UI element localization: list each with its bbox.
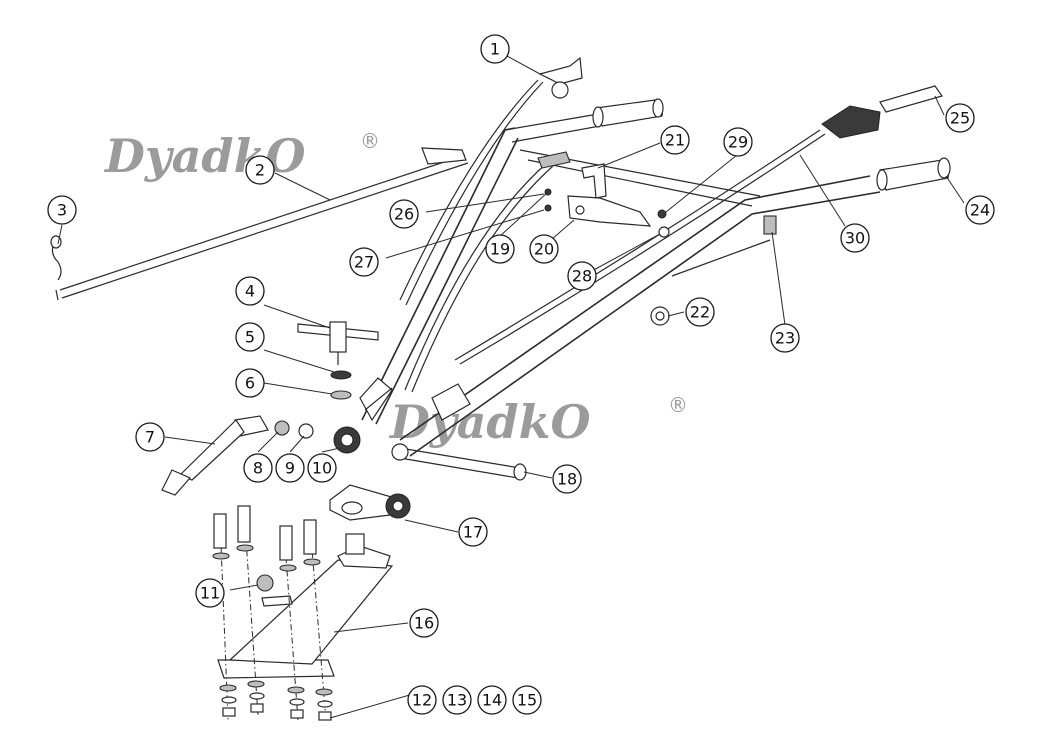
svg-text:6: 6 bbox=[245, 374, 255, 393]
svg-text:®: ® bbox=[668, 393, 688, 417]
washer-part-9 bbox=[298, 423, 314, 439]
callout-27: 27 bbox=[349, 247, 379, 277]
callout-17: 17 bbox=[458, 517, 488, 547]
washer-part-6 bbox=[330, 390, 352, 400]
callout-19: 19 bbox=[485, 234, 515, 264]
svg-text:27: 27 bbox=[354, 253, 374, 272]
bolt-set-parts-12-15 bbox=[212, 505, 333, 721]
svg-text:19: 19 bbox=[490, 240, 510, 259]
svg-text:10: 10 bbox=[312, 459, 332, 478]
svg-text:23: 23 bbox=[775, 329, 795, 348]
callout-30: 30 bbox=[840, 223, 870, 253]
svg-text:29: 29 bbox=[728, 133, 748, 152]
callout-22: 22 bbox=[685, 297, 715, 327]
callout-15: 15 bbox=[512, 685, 542, 715]
crank-handle-part-7 bbox=[161, 415, 269, 496]
callout-28: 28 bbox=[567, 261, 597, 291]
callout-23: 23 bbox=[770, 323, 800, 353]
svg-text:2: 2 bbox=[255, 161, 265, 180]
svg-text:3: 3 bbox=[57, 201, 67, 220]
svg-text:11: 11 bbox=[200, 584, 220, 603]
base-bracket-part-16 bbox=[217, 533, 394, 679]
callout-16: 16 bbox=[409, 608, 439, 638]
svg-text:20: 20 bbox=[534, 240, 554, 259]
bolt-part-18 bbox=[391, 443, 527, 481]
tbolt-part-4 bbox=[297, 321, 379, 365]
svg-text:7: 7 bbox=[145, 428, 155, 447]
cable-clip-part-23 bbox=[763, 215, 777, 235]
lever-bracket-parts-19-29 bbox=[537, 151, 670, 238]
handlebar-frame bbox=[359, 98, 951, 457]
svg-text:®: ® bbox=[360, 129, 380, 153]
svg-text:21: 21 bbox=[665, 131, 685, 150]
svg-text:24: 24 bbox=[970, 201, 990, 220]
callout-6: 6 bbox=[235, 368, 265, 398]
svg-text:13: 13 bbox=[447, 691, 467, 710]
callout-29: 29 bbox=[723, 127, 753, 157]
callout-11: 11 bbox=[195, 578, 225, 608]
washer-part-5 bbox=[330, 370, 352, 380]
svg-text:12: 12 bbox=[412, 691, 432, 710]
svg-text:16: 16 bbox=[414, 614, 434, 633]
callout-8: 8 bbox=[243, 453, 273, 483]
callout-18: 18 bbox=[552, 464, 582, 494]
callout-10: 10 bbox=[307, 453, 337, 483]
watermark-center: DyadkO ® bbox=[388, 393, 688, 449]
pivot-bracket-part-17 bbox=[329, 484, 411, 521]
callout-7: 7 bbox=[135, 422, 165, 452]
callout-1: 1 bbox=[480, 34, 510, 64]
callout-21: 21 bbox=[660, 125, 690, 155]
svg-text:4: 4 bbox=[245, 282, 255, 301]
svg-text:26: 26 bbox=[394, 205, 414, 224]
svg-text:14: 14 bbox=[482, 691, 502, 710]
svg-text:9: 9 bbox=[285, 459, 295, 478]
callout-25: 25 bbox=[945, 103, 975, 133]
callout-4: 4 bbox=[235, 276, 265, 306]
svg-text:17: 17 bbox=[463, 523, 483, 542]
gear-rod-part-2 bbox=[55, 147, 469, 301]
callout-12: 12 bbox=[407, 685, 437, 715]
svg-text:1: 1 bbox=[490, 40, 500, 59]
callout-3: 3 bbox=[47, 195, 77, 225]
svg-text:25: 25 bbox=[950, 109, 970, 128]
svg-text:15: 15 bbox=[517, 691, 537, 710]
pin-part-3 bbox=[50, 235, 62, 281]
callout-20: 20 bbox=[529, 234, 559, 264]
spacer-part-11 bbox=[256, 574, 274, 592]
svg-text:DyadkO: DyadkO bbox=[103, 129, 306, 183]
callout-26: 26 bbox=[389, 199, 419, 229]
toothed-hub-part-10 bbox=[333, 426, 361, 454]
svg-text:18: 18 bbox=[557, 470, 577, 489]
nut-part-8 bbox=[274, 420, 290, 436]
control-cables bbox=[399, 79, 826, 393]
svg-text:22: 22 bbox=[690, 303, 710, 322]
clamp-ring-part-22 bbox=[650, 306, 670, 326]
svg-text:8: 8 bbox=[253, 459, 263, 478]
svg-text:30: 30 bbox=[845, 229, 865, 248]
watermark-top: DyadkO ® bbox=[103, 129, 380, 183]
callout-14: 14 bbox=[477, 685, 507, 715]
svg-text:5: 5 bbox=[245, 328, 255, 347]
throttle-lever-part-1 bbox=[538, 56, 583, 99]
callout-24: 24 bbox=[965, 195, 995, 225]
callout-13: 13 bbox=[442, 685, 472, 715]
svg-text:28: 28 bbox=[572, 267, 592, 286]
callout-9: 9 bbox=[275, 453, 305, 483]
callout-5: 5 bbox=[235, 322, 265, 352]
callout-2: 2 bbox=[245, 155, 275, 185]
throttle-part-25 bbox=[821, 85, 943, 139]
svg-text:DyadkO: DyadkO bbox=[388, 395, 591, 449]
